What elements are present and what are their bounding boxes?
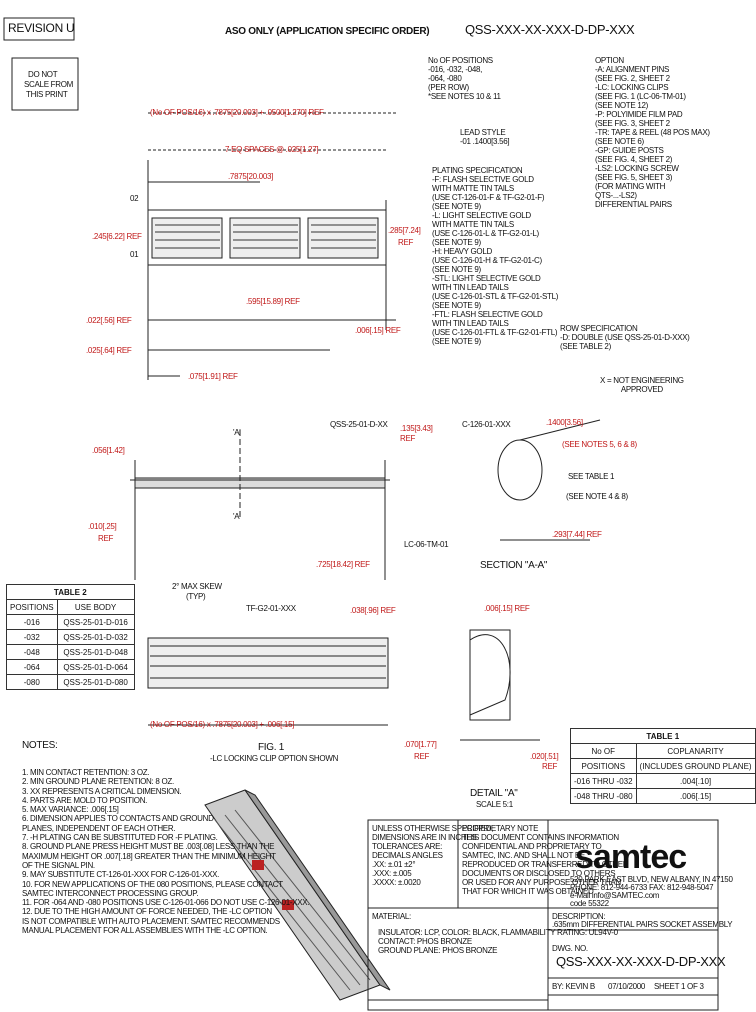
scale-note-3: THIS PRINT bbox=[26, 90, 68, 99]
drawn-by: BY: KEVIN B bbox=[552, 982, 595, 991]
pin-01-label: 01 bbox=[130, 250, 139, 259]
dim-595: .595[15.89] REF bbox=[246, 297, 300, 306]
no-of-positions: No OF POSITIONS-016, -032, -048,-064, -0… bbox=[428, 56, 501, 101]
revision-label: REVISION U bbox=[8, 21, 75, 35]
dim-010: .010[.25] bbox=[88, 522, 117, 531]
dim-020: .020[.51] bbox=[530, 752, 559, 761]
dim-135: .135[3.43] bbox=[400, 424, 433, 433]
dim-293: .293[7.44] REF bbox=[552, 530, 602, 539]
table-row: -016 THRU -032.004[.10] bbox=[570, 773, 756, 789]
dim-020-ref: REF bbox=[542, 762, 558, 771]
scale-note-1: DO NOT bbox=[28, 70, 58, 79]
dim-038: .038[.96] REF bbox=[350, 606, 396, 615]
dim-bottom-length: (No OF POS/16) x .7875[20.003] + .006[.1… bbox=[150, 720, 295, 729]
drawing-number: QSS-XXX-XX-XXX-D-DP-XXX bbox=[556, 954, 726, 969]
section-a-top: 'A' bbox=[233, 428, 241, 437]
dim-070: .070[1.77] bbox=[404, 740, 437, 749]
page-title: ASO ONLY (APPLICATION SPECIFIC ORDER) bbox=[225, 26, 430, 37]
drawing-lines bbox=[3, 17, 719, 1011]
dim-070-ref: REF bbox=[414, 752, 430, 761]
company-address: 520 PARK EAST BLVD, NEW ALBANY, IN 47150… bbox=[570, 875, 733, 908]
date: 07/10/2000 bbox=[608, 982, 646, 991]
tolerances: UNLESS OTHERWISE SPECIFIED,DIMENSIONS AR… bbox=[372, 824, 494, 887]
dim-1400: .1400[3.56] bbox=[546, 418, 583, 427]
part-number-template: QSS-XXX-XX-XXX-D-DP-XXX bbox=[465, 22, 635, 37]
material-text: INSULATOR: LCP, COLOR: BLACK, FLAMMABILI… bbox=[378, 928, 618, 955]
pin-02-label: 02 bbox=[130, 194, 139, 203]
dim-056: .056[1.42] bbox=[92, 446, 125, 455]
section-title: SECTION "A-A" bbox=[480, 560, 548, 571]
dim-height-left: .245[6.22] REF bbox=[92, 232, 142, 241]
see-table-1: SEE TABLE 1 bbox=[568, 472, 615, 481]
section-notes-2: (SEE NOTE 4 & 8) bbox=[566, 492, 628, 501]
dwg-label: DWG. NO. bbox=[552, 944, 588, 953]
bottom-part: TF-G2-01-XXX bbox=[246, 604, 296, 613]
section-notes: (SEE NOTES 5, 6 & 8) bbox=[562, 440, 637, 449]
notes-heading: NOTES: bbox=[22, 740, 58, 751]
dim-height-right: .285[7.24] bbox=[388, 226, 421, 235]
table-row: -048 THRU -080.006[.15] bbox=[570, 788, 756, 804]
detail-scale: SCALE 5:1 bbox=[476, 800, 513, 809]
max-skew: 2° MAX SKEW bbox=[172, 582, 222, 591]
dim-eq-spaces: 7 EQ SPACES @ .025[1.27] bbox=[225, 145, 319, 154]
dim-006b: .006[.15] REF bbox=[484, 604, 530, 613]
side-ref: REF bbox=[400, 434, 416, 443]
description: .635mm DIFFERENTIAL PAIRS SOCKET ASSEMBL… bbox=[552, 920, 733, 929]
notes-list: 1. MIN CONTACT RETENTION: 3 OZ.2. MIN GR… bbox=[22, 768, 310, 936]
plating-spec: PLATING SPECIFICATION-F: FLASH SELECTIVE… bbox=[432, 166, 559, 346]
row-spec: ROW SPECIFICATION-D: DOUBLE (USE QSS-25-… bbox=[560, 324, 690, 351]
fig-subtitle: -LC LOCKING CLIP OPTION SHOWN bbox=[210, 754, 339, 763]
dim-075: .075[1.91] REF bbox=[188, 372, 238, 381]
lc-lead-label: LC-06-TM-01 bbox=[404, 540, 449, 549]
description-label: DESCRIPTION: bbox=[552, 912, 606, 921]
dim-025: .025[.64] REF bbox=[86, 346, 132, 355]
section-part: C-126-01-XXX bbox=[462, 420, 511, 429]
dim-ref-right: REF bbox=[398, 238, 414, 247]
samtec-logo: samtec bbox=[575, 838, 687, 876]
material-label: MATERIAL: bbox=[372, 912, 411, 921]
lead-style: LEAD STYLE-01 .1400[3.56] bbox=[460, 128, 510, 146]
scale-note-2: SCALE FROM bbox=[24, 80, 74, 89]
detail-title: DETAIL "A" bbox=[470, 788, 518, 799]
dim-006: .006[.15] REF bbox=[355, 326, 401, 335]
section-a-bottom: 'A' bbox=[233, 512, 241, 521]
sheet: SHEET 1 OF 3 bbox=[654, 982, 704, 991]
max-skew-typ: (TYP) bbox=[186, 592, 206, 601]
dim-total-length: (No OF POS/16) x .7875[20.003] + .0500[1… bbox=[150, 108, 324, 117]
dim-725: .725[18.42] REF bbox=[316, 560, 370, 569]
dim-010-ref: REF bbox=[98, 534, 114, 543]
options: OPTION-A: ALIGNMENT PINS(SEE FIG. 2, SHE… bbox=[595, 56, 710, 209]
side-part-label: QSS-25-01-D-XX bbox=[330, 420, 388, 429]
fig-title: FIG. 1 bbox=[258, 742, 284, 753]
drawing-sheet: REVISION U DO NOT SCALE FROM THIS PRINT … bbox=[3, 17, 756, 1011]
dim-022: .022[.56] REF bbox=[86, 316, 132, 325]
dim-pitch: .7875[20.003] bbox=[228, 172, 274, 181]
